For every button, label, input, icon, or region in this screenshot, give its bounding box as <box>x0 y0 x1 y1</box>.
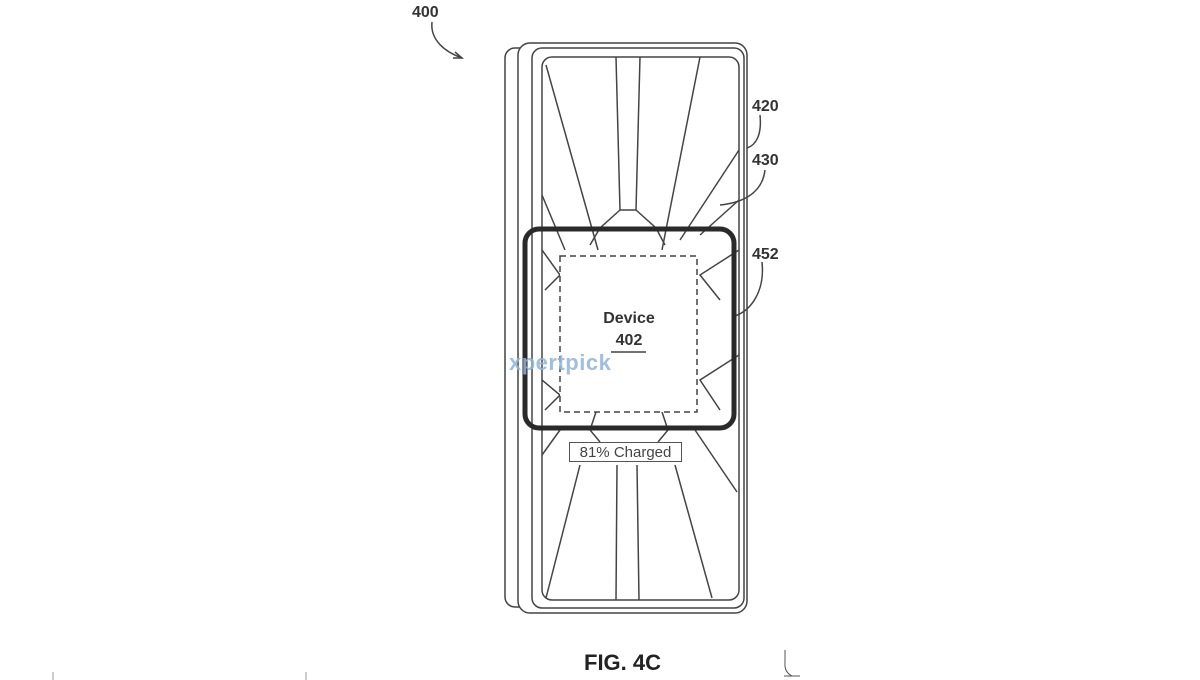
corner-mark <box>784 650 800 677</box>
charge-status-box: 81% Charged <box>569 442 682 462</box>
ray-line <box>615 56 641 211</box>
case-inner-border <box>531 47 745 609</box>
leader-420 <box>746 114 762 149</box>
device-ref-402: 402 <box>615 332 643 349</box>
ref-label-452: 452 <box>752 246 779 263</box>
figure-title: FIG. 4C <box>584 650 662 675</box>
ref-label-420: 420 <box>752 98 779 115</box>
device-area <box>559 255 698 413</box>
watermark: xpertpick <box>509 350 612 375</box>
leader-452 <box>734 261 764 317</box>
leader-400 <box>431 21 463 59</box>
leader-430 <box>719 169 766 206</box>
ref-label-430: 430 <box>752 152 779 169</box>
wireless-charging-region-452 <box>522 226 737 431</box>
device-label: Device <box>603 310 655 327</box>
figure-ref-400: 400 <box>412 4 439 21</box>
